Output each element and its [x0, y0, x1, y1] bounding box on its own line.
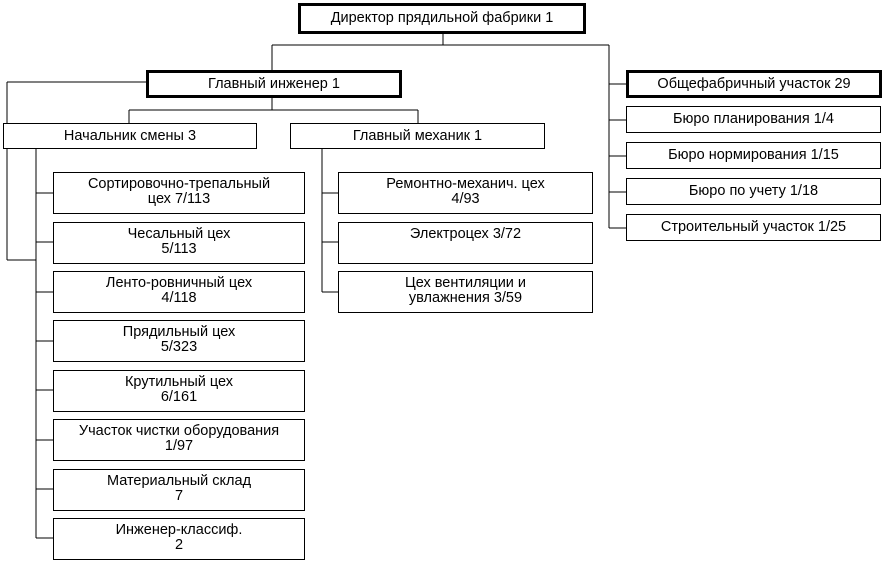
right-unit-box: Бюро по учету 1/18 [626, 178, 881, 205]
unit-staff: 1/97 [164, 438, 194, 454]
shift-unit-box: Участок чистки оборудования 1/97 [53, 419, 305, 461]
unit-staff: 7 [174, 488, 184, 504]
unit-staff: 2 [174, 537, 184, 553]
shift-supervisor-label: Начальник смены 3 [63, 127, 197, 144]
unit-name: Электроцех 3/72 [409, 226, 522, 242]
chief-engineer-label: Главный инженер 1 [208, 75, 340, 92]
mechanic-unit-box: Электроцех 3/72 [338, 222, 593, 264]
shift-unit-box: Чесальный цех 5/113 [53, 222, 305, 264]
unit-name: Бюро планирования 1/4 [673, 111, 834, 127]
unit-name: Материальный склад [106, 473, 252, 489]
unit-staff: 5/323 [160, 339, 198, 355]
mechanic-unit-box: Ремонтно-механич. цех 4/93 [338, 172, 593, 214]
mechanic-unit-box: Цех вентиляции и увлажнения 3/59 [338, 271, 593, 313]
chief-mechanic-box: Главный механик 1 [290, 123, 545, 149]
unit-staff: увлажнения 3/59 [408, 290, 523, 306]
unit-name: Инженер-классиф. [115, 522, 243, 538]
unit-staff: 4/118 [161, 290, 197, 306]
unit-name: Ленто-ровничный цех [105, 275, 253, 291]
unit-name: Крутильный цех [124, 374, 234, 390]
unit-name: Прядильный цех [122, 324, 236, 340]
chief-mechanic-label: Главный механик 1 [352, 127, 483, 144]
shift-unit-box: Сортировочно-трепальный цех 7/113 [53, 172, 305, 214]
unit-name: Цех вентиляции и [404, 275, 527, 291]
unit-staff: 6/161 [160, 389, 198, 405]
unit-name: Участок чистки оборудования [78, 423, 280, 439]
unit-name: Бюро нормирования 1/15 [668, 147, 839, 163]
unit-staff: 5/113 [161, 241, 197, 257]
unit-staff: цех 7/113 [147, 191, 211, 207]
shift-unit-box: Инженер-классиф. 2 [53, 518, 305, 560]
shift-unit-box: Материальный склад 7 [53, 469, 305, 511]
unit-name: Сортировочно-трепальный [87, 176, 271, 192]
director-box: Директор прядильной фабрики 1 [298, 3, 586, 34]
director-label: Директор прядильной фабрики 1 [330, 10, 554, 26]
right-unit-box: Строительный участок 1/25 [626, 214, 881, 241]
unit-name: Чесальный цех [127, 226, 231, 242]
right-unit-box: Бюро планирования 1/4 [626, 106, 881, 133]
shift-unit-box: Прядильный цех 5/323 [53, 320, 305, 362]
shift-unit-box: Ленто-ровничный цех 4/118 [53, 271, 305, 313]
unit-staff: 4/93 [451, 191, 480, 207]
shift-unit-box: Крутильный цех 6/161 [53, 370, 305, 412]
shift-supervisor-box: Начальник смены 3 [3, 123, 257, 149]
unit-name: Общефабричный участок 29 [657, 75, 851, 92]
unit-name: Ремонтно-механич. цех [386, 176, 545, 192]
right-unit-box: Общефабричный участок 29 [626, 70, 882, 98]
unit-name: Строительный участок 1/25 [660, 219, 847, 235]
unit-name: Бюро по учету 1/18 [688, 183, 819, 199]
right-unit-box: Бюро нормирования 1/15 [626, 142, 881, 169]
chief-engineer-box: Главный инженер 1 [146, 70, 402, 98]
